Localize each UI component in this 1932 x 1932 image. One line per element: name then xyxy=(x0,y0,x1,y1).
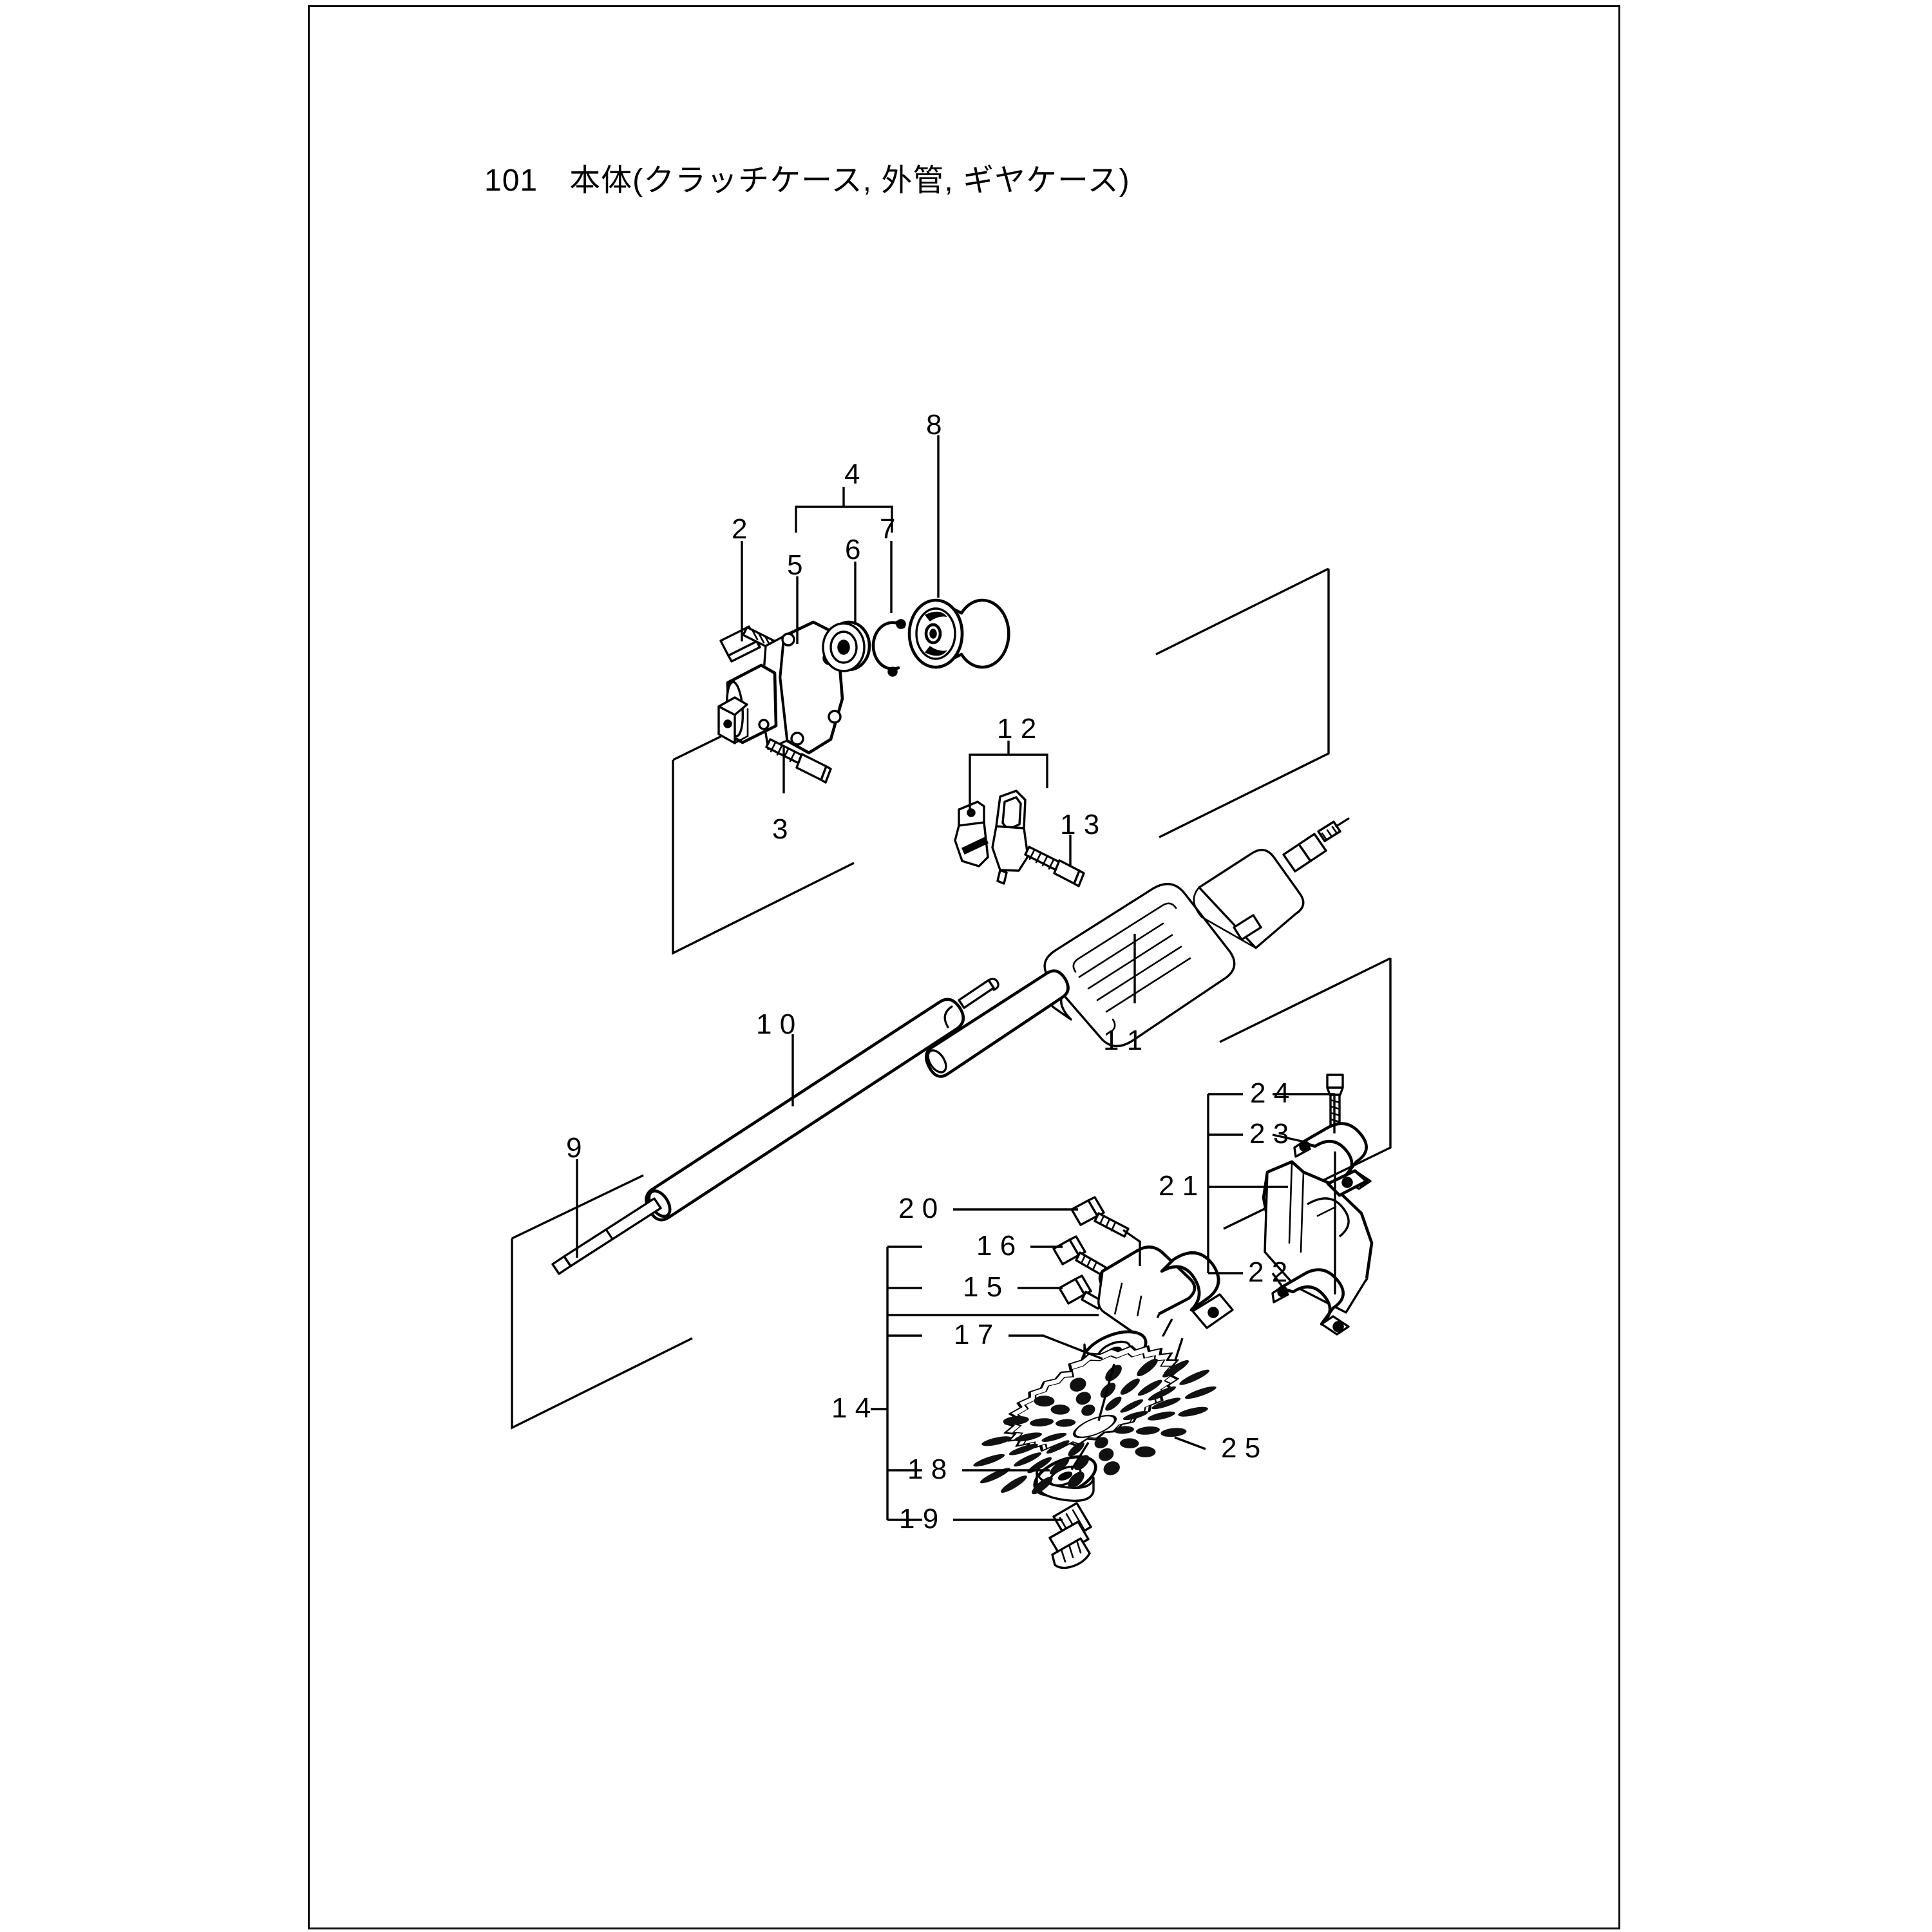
handle-clamp-upper xyxy=(991,790,1029,885)
callout-12: 1 2 xyxy=(997,713,1037,744)
clutch-case-body xyxy=(717,620,844,755)
callout-2: 2 xyxy=(732,513,748,545)
sheet-border xyxy=(308,5,1620,1929)
gear-case-bolt xyxy=(1052,1235,1107,1276)
callout-4: 4 xyxy=(844,459,860,490)
callout-6: 6 xyxy=(845,534,861,565)
callout-15: 1 5 xyxy=(963,1271,1003,1303)
gear-case-nut xyxy=(1058,1274,1103,1310)
callout-17: 1 7 xyxy=(954,1319,994,1350)
guard-plate xyxy=(1262,1160,1374,1314)
callout-22: 2 2 xyxy=(1248,1256,1288,1288)
callout-7: 7 xyxy=(880,513,896,545)
callout-13: 1 3 xyxy=(1060,809,1100,840)
handle-clamp-lower xyxy=(954,800,989,867)
callout-19: 1 9 xyxy=(899,1503,939,1535)
callout-24: 2 4 xyxy=(1250,1077,1290,1109)
callout-23: 2 3 xyxy=(1249,1118,1289,1150)
handle-clamp-assembly xyxy=(954,790,1085,887)
blade-holder-lower xyxy=(1033,1455,1097,1502)
callout-16: 1 6 xyxy=(976,1230,1016,1262)
blade-fixing-bolt xyxy=(1048,1502,1092,1569)
callout-20: 2 0 xyxy=(898,1193,938,1224)
callout-11: 1 1 xyxy=(1103,1025,1143,1056)
callout-5: 5 xyxy=(787,549,803,581)
callout-9: 9 xyxy=(566,1132,582,1164)
clutch-drum xyxy=(907,598,1010,669)
handle-clamp-bolt xyxy=(1024,846,1085,887)
callout-8: 8 xyxy=(926,409,942,440)
snap-ring xyxy=(871,619,906,677)
outer-pipe-assembly xyxy=(551,969,1070,1275)
guard-clamp-lower xyxy=(1271,1268,1350,1336)
gear-case-body xyxy=(1097,1245,1234,1396)
leader-lines xyxy=(576,435,1336,1521)
clutch-case-assembly xyxy=(717,598,1010,784)
callout-3: 3 xyxy=(772,813,788,845)
saw-blade xyxy=(973,1345,1217,1495)
callout-14: 1 4 xyxy=(831,1392,871,1424)
clutch-bolt-lower xyxy=(765,738,832,784)
safety-guard-assembly xyxy=(1262,1074,1374,1336)
callout-21: 2 1 xyxy=(1159,1170,1198,1202)
callout-10: 1 0 xyxy=(756,1009,796,1040)
callout-18: 1 8 xyxy=(907,1454,947,1485)
callout-25: 2 5 xyxy=(1221,1432,1261,1464)
handle-grip-assembly xyxy=(1043,817,1350,1048)
grease-bolt xyxy=(1070,1196,1130,1238)
ball-bearing xyxy=(822,620,871,672)
page-title: 101 本体(クラッチケース, 外管, ギヤケース) xyxy=(484,164,1130,198)
